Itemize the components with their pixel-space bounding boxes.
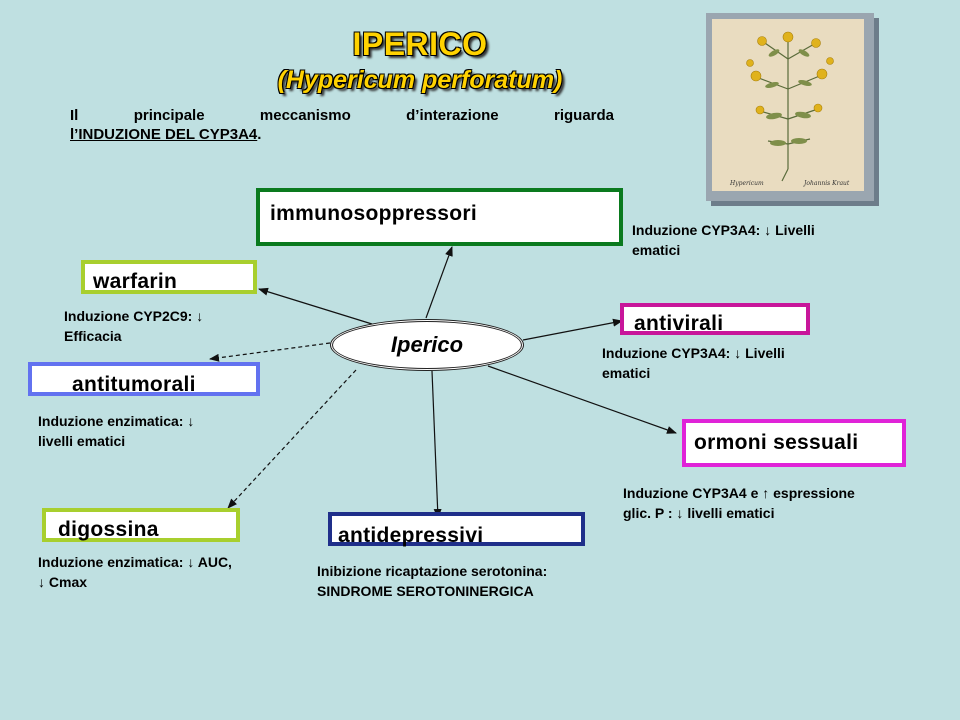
arrow-to-digossina xyxy=(227,369,357,509)
note-line: Efficacia xyxy=(64,328,122,344)
note-line: Induzione enzimatica: ↓ AUC, xyxy=(38,554,232,570)
arrow-to-antidepressivi xyxy=(431,370,442,519)
arrow-to-antivirali xyxy=(522,318,623,341)
plant-illustration-frame: Hypericum Johannis Kraut xyxy=(706,13,874,201)
box-digossina: digossina xyxy=(42,508,240,542)
box-antidepressivi: antidepressivi xyxy=(328,512,585,547)
page-title: IPERICO xyxy=(352,26,488,62)
box-ormoni-sessuali: ormoni sessuali xyxy=(682,419,906,467)
box-immunosoppressori: immunosoppressori xyxy=(256,188,623,246)
intro-text: Il principale meccanismo d’interazione r… xyxy=(70,106,614,144)
note-line: Induzione CYP3A4: ↓ Livelli xyxy=(602,345,785,361)
intro-word: d’interazione xyxy=(406,107,499,124)
plant-illustration: Hypericum Johannis Kraut xyxy=(712,19,864,191)
intro-word: riguarda xyxy=(553,107,614,124)
note-antidepressivi: Inibizione ricaptazione serotonina: SIND… xyxy=(317,561,547,601)
note-line: Induzione CYP3A4: ↓ Livelli xyxy=(632,222,815,238)
note-line: Induzione CYP3A4 e ↑ espressione xyxy=(623,485,855,501)
arrow-to-antitumorali xyxy=(209,342,331,362)
note-line: livelli ematici xyxy=(38,433,126,449)
note-antitumorali: Induzione enzimatica: ↓ livelli ematici xyxy=(38,411,194,451)
center-node-iperico: Iperico xyxy=(330,319,524,371)
arrow-to-immunosoppressori xyxy=(425,246,453,319)
note-line: Induzione enzimatica: ↓ xyxy=(38,413,195,429)
hypericum-drawing: Hypericum Johannis Kraut xyxy=(729,31,850,187)
intro-word: meccanismo xyxy=(259,107,351,124)
intro-line-2: l’INDUZIONE DEL CYP3A4. xyxy=(70,125,614,144)
note-warfarin: Induzione CYP2C9: ↓ Efficacia xyxy=(64,306,203,346)
note-line: SINDROME SEROTONINERGICA xyxy=(317,583,534,599)
arrow-to-ormoni-sessuali xyxy=(487,365,677,434)
note-immunosoppressori: Induzione CYP3A4: ↓ Livelli ematici xyxy=(632,220,815,260)
note-line: ↓ Cmax xyxy=(38,574,88,590)
note-line: ematici xyxy=(632,242,681,258)
box-antivirali: antivirali xyxy=(620,303,810,335)
page-subtitle: (Hypericum perforatum) xyxy=(277,66,563,94)
note-digossina: Induzione enzimatica: ↓ AUC, ↓ Cmax xyxy=(38,552,232,592)
intro-word: principale xyxy=(133,107,205,124)
intro-word: Il xyxy=(70,107,79,124)
note-ormoni-sessuali: Induzione CYP3A4 e ↑ espressione glic. P… xyxy=(623,483,855,523)
intro-line-1: Il principale meccanismo d’interazione r… xyxy=(70,106,614,125)
note-antivirali: Induzione CYP3A4: ↓ Livelli ematici xyxy=(602,343,785,383)
plant-caption-left: Hypericum xyxy=(729,180,764,187)
arrow-to-warfarin xyxy=(258,287,373,325)
note-line: glic. P : ↓ livelli ematici xyxy=(623,505,775,521)
intro-period: . xyxy=(257,126,262,143)
plant-caption-right: Johannis Kraut xyxy=(802,180,850,187)
intro-underlined: l’INDUZIONE DEL CYP3A4 xyxy=(70,126,258,143)
note-line: Inibizione ricaptazione serotonina: xyxy=(317,563,548,579)
box-warfarin: warfarin xyxy=(81,260,257,294)
note-line: ematici xyxy=(602,365,651,381)
box-antitumorali: antitumorali xyxy=(28,362,260,396)
note-line: Induzione CYP2C9: ↓ xyxy=(64,308,204,324)
